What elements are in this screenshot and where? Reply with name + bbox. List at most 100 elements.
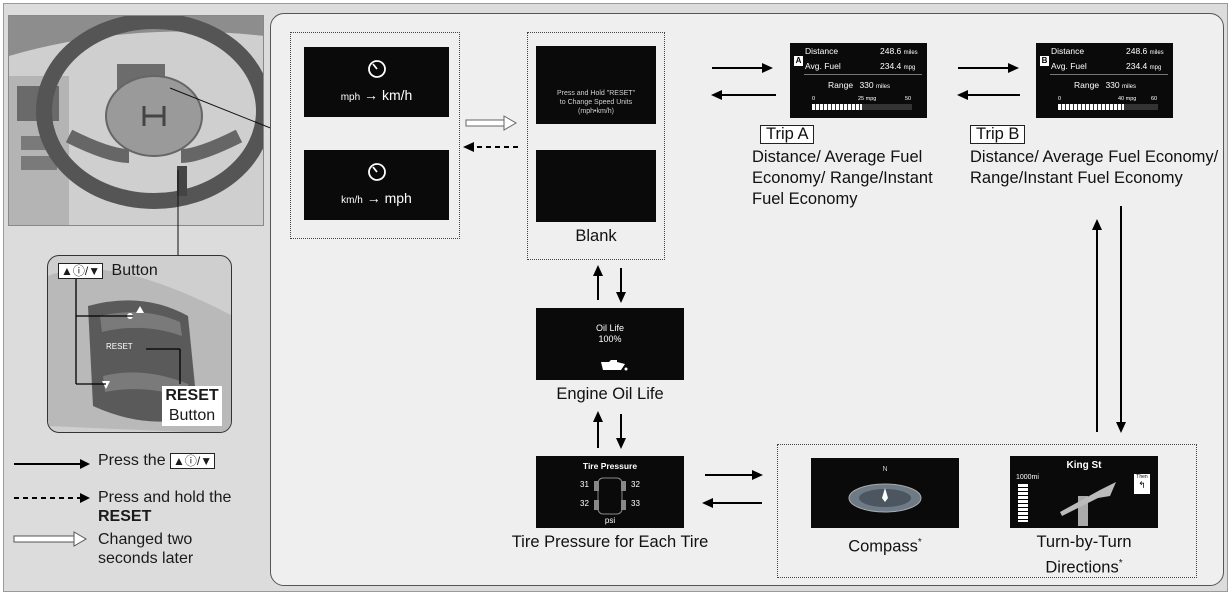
trip-a-fuel-unit: mpg bbox=[903, 65, 916, 71]
trip-a-distance-unit: miles bbox=[903, 50, 918, 56]
trip-b-range-label: Range bbox=[1074, 80, 1100, 90]
arrow-blank-oil bbox=[593, 265, 626, 303]
trip-b-fuel-bar bbox=[1058, 104, 1124, 110]
screen-tire-pressure: Tire Pressure 31 32 32 33 psi bbox=[536, 456, 684, 528]
trip-a-range-unit: miles bbox=[876, 84, 891, 90]
trip-a-scale-max: 50 bbox=[905, 96, 912, 102]
mph-from: mph bbox=[340, 92, 361, 103]
trip-a-range-label: Range bbox=[828, 80, 854, 90]
reset-line1: Press and Hold "RESET" bbox=[556, 90, 636, 97]
turn-label-mark: * bbox=[1118, 558, 1123, 569]
legend-press: Press the bbox=[98, 452, 166, 469]
screen-trip-a: A Distance 248.6 miles Avg. Fuel 234.4 m… bbox=[790, 43, 927, 118]
reset-group bbox=[527, 32, 665, 260]
mph-to: mph bbox=[384, 190, 412, 206]
trip-b-title: Trip B bbox=[970, 125, 1026, 144]
trip-b-distance-value: 248.6 bbox=[1126, 46, 1148, 56]
arrow-nav-tripb bbox=[1092, 206, 1126, 433]
turn-label-2: Directions bbox=[1045, 558, 1119, 577]
screen-blank bbox=[536, 150, 656, 222]
legend-hold-reset: RESET bbox=[98, 508, 152, 525]
trip-a-distance-value: 248.6 bbox=[880, 46, 902, 56]
trip-a-desc: Distance/ Average Fuel Economy/ Range/In… bbox=[752, 148, 933, 208]
button-key-label: ▲ⓘ/▼ bbox=[58, 262, 104, 279]
reset-label: RESET bbox=[165, 387, 219, 404]
trip-b-scale-min: 0 bbox=[1058, 96, 1062, 102]
trip-a-scale-min: 0 bbox=[812, 96, 816, 102]
turn-arrow-icon bbox=[1060, 482, 1116, 526]
compass-label-mark: * bbox=[917, 537, 922, 548]
arrow-oil-tire bbox=[593, 411, 626, 449]
trip-a-fuel-label: Avg. Fuel bbox=[805, 61, 841, 71]
oil-label: Engine Oil Life bbox=[556, 385, 664, 403]
turn-distance: 1000mi bbox=[1016, 474, 1039, 481]
arrow-tripa-tripb bbox=[957, 63, 1020, 100]
trip-a-scale-mid: 25 bbox=[858, 96, 865, 102]
tire-rl: 32 bbox=[580, 499, 589, 508]
screen-mph-to-kmh: mph → km/h bbox=[304, 47, 449, 117]
trip-b-fuel-unit: mpg bbox=[1149, 65, 1162, 71]
button-closeup: ▲ⓘ/▼ Button RESET RESET Button bbox=[47, 255, 232, 433]
oil-title: Oil Life bbox=[595, 323, 624, 333]
tire-title: Tire Pressure bbox=[582, 461, 638, 471]
reset-plate-text: RESET bbox=[106, 342, 133, 351]
screen-reset-prompt: Press and Hold "RESET" to Change Speed U… bbox=[536, 46, 656, 124]
speed-unit-group bbox=[290, 32, 460, 239]
tire-unit: psi bbox=[604, 516, 616, 525]
reset-line3: (mph•km/h) bbox=[578, 108, 614, 115]
trip-b-fuel-label: Avg. Fuel bbox=[1051, 61, 1087, 71]
steering-wheel-photo bbox=[8, 15, 264, 226]
compass-label: Compass* bbox=[811, 532, 959, 558]
trip-a-scale-unit: mpg bbox=[865, 96, 877, 102]
trip-b-range-value: 330 bbox=[1105, 80, 1120, 90]
legend-changed: Changed two seconds later bbox=[98, 531, 194, 567]
flow-arrows bbox=[463, 63, 1126, 508]
trip-b-fuel-value: 234.4 bbox=[1126, 61, 1148, 71]
screen-kmh-to-mph: km/h → mph bbox=[304, 150, 449, 220]
trip-a-range-value: 330 bbox=[859, 80, 874, 90]
screen-trip-b: B Distance 248.6 miles Avg. Fuel 234.4 m… bbox=[1036, 43, 1173, 118]
oil-can-icon bbox=[601, 360, 628, 371]
oil-value: 100% bbox=[598, 334, 622, 344]
compass-label-text: Compass bbox=[848, 537, 918, 556]
turn-label: Turn-by-Turn Directions* bbox=[1000, 532, 1168, 579]
turn-then: Then bbox=[1136, 474, 1148, 480]
trip-b-range-unit: miles bbox=[1122, 84, 1137, 90]
button-label: Button bbox=[111, 262, 158, 279]
trip-a-fuel-value: 234.4 bbox=[880, 61, 902, 71]
tire-fl: 31 bbox=[580, 480, 589, 489]
legend-press-key: ▲ⓘ/▼ bbox=[170, 452, 216, 469]
trip-b-distance-unit: miles bbox=[1149, 50, 1164, 56]
trip-b-distance-label: Distance bbox=[1051, 46, 1085, 56]
compass-north: N bbox=[882, 466, 888, 473]
tire-rr: 33 bbox=[631, 499, 640, 508]
trip-b-scale-max: 60 bbox=[1151, 96, 1158, 102]
reset-line2: to Change Speed Units bbox=[559, 99, 633, 106]
trip-a-distance-label: Distance bbox=[805, 46, 839, 56]
trip-b-desc: Distance/ Average Fuel Economy/ Range/In… bbox=[970, 148, 1219, 187]
reset-button-label: Button bbox=[168, 407, 216, 424]
turn-street: King St bbox=[1066, 460, 1102, 471]
legend-hold: Press and hold the bbox=[98, 489, 232, 506]
kmh-to: km/h bbox=[381, 87, 413, 103]
screen-oil-life: Oil Life 100% bbox=[536, 308, 684, 380]
screen-turn-by-turn: King St 1000mi Then ↰ bbox=[1010, 456, 1158, 528]
arrow-tire-compass bbox=[702, 470, 763, 508]
trip-a-fuel-bar bbox=[812, 104, 862, 110]
trip-a-title: Trip A bbox=[760, 125, 815, 144]
trip-b-scale-mid: 40 bbox=[1118, 96, 1125, 102]
dashed-arrow bbox=[463, 142, 518, 152]
trip-b-scale-unit: mpg bbox=[1125, 96, 1137, 102]
arrow-reset-tripa bbox=[711, 63, 776, 100]
blank-label: Blank bbox=[575, 227, 617, 245]
nav-group bbox=[777, 444, 1197, 578]
compass-icon bbox=[848, 483, 922, 513]
tire-fr: 32 bbox=[631, 480, 640, 489]
kmh-from: km/h bbox=[341, 195, 363, 206]
trip-a-badge: A bbox=[794, 56, 803, 66]
turn-then-box: Then ↰ bbox=[1134, 474, 1150, 494]
trip-b-badge: B bbox=[1040, 56, 1049, 66]
tire-label: Tire Pressure for Each Tire bbox=[511, 533, 709, 551]
screen-compass: N bbox=[811, 458, 959, 528]
hollow-arrow bbox=[465, 115, 517, 131]
